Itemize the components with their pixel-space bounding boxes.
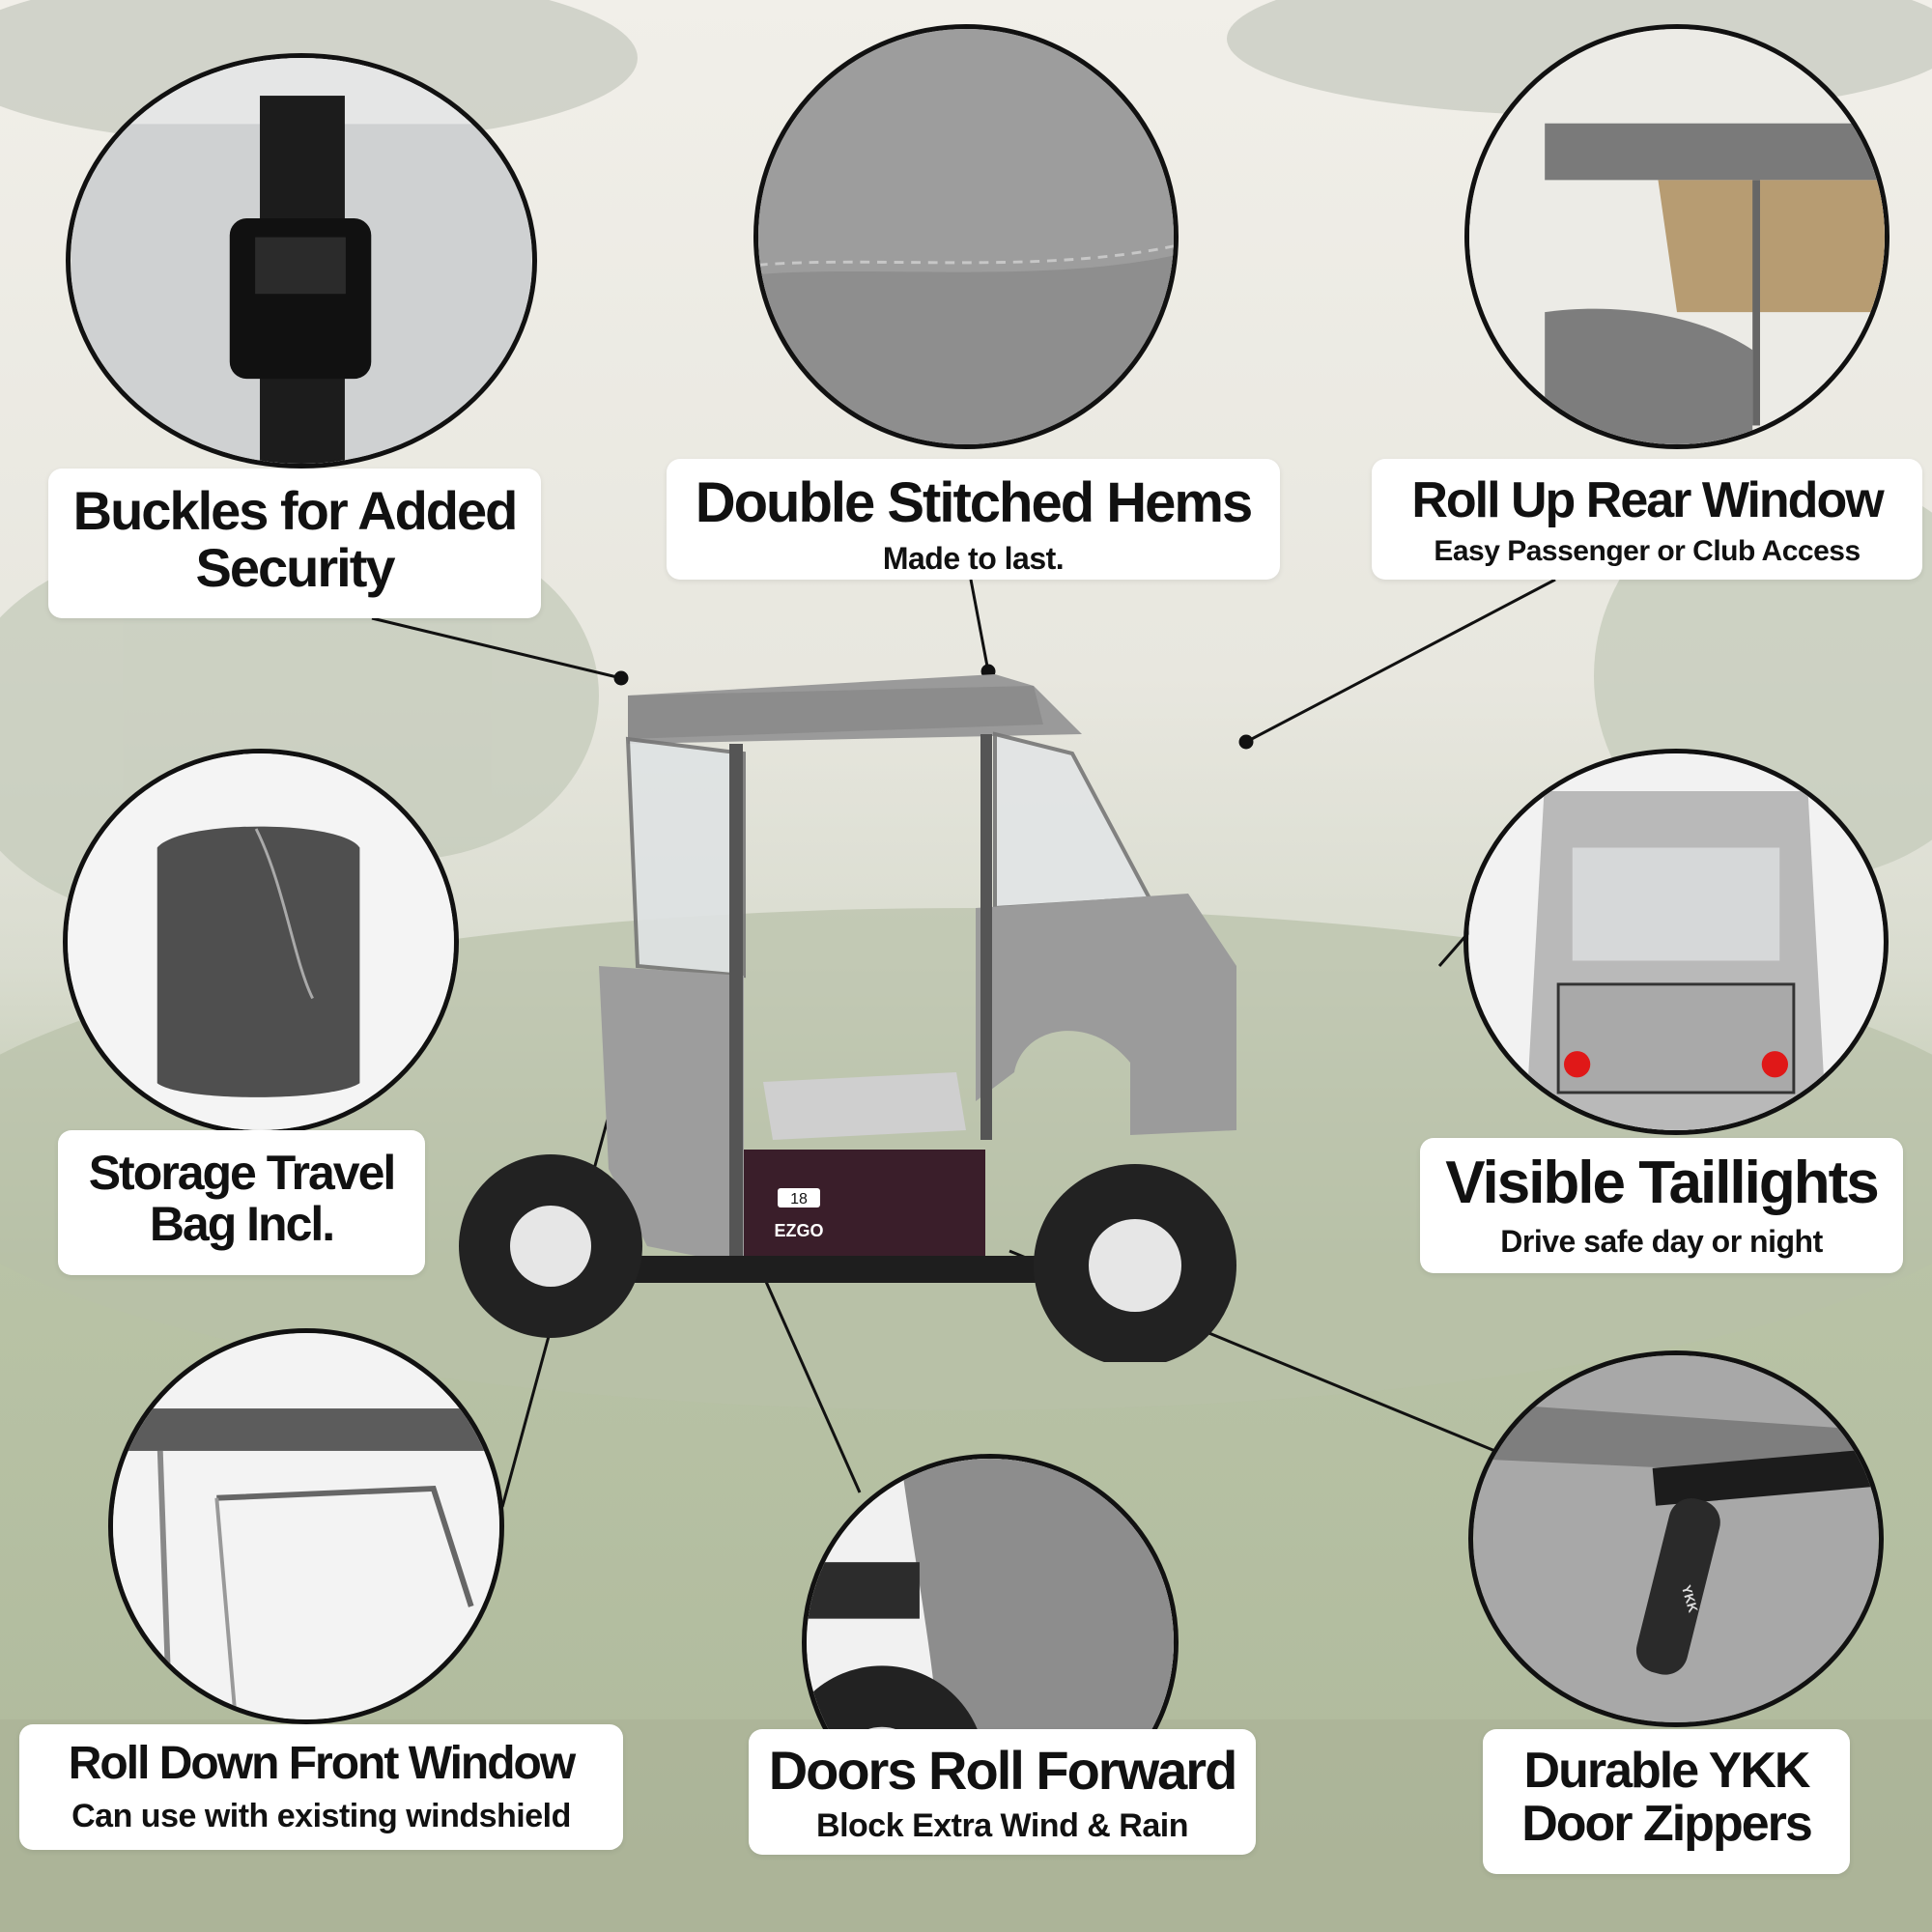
storage-label: Storage Travel Bag Incl.: [58, 1130, 425, 1275]
front-window-icon: [113, 1333, 499, 1719]
zippers-title: Durable YKK Door Zippers: [1521, 1743, 1813, 1852]
cart-number-label: 18: [790, 1191, 808, 1208]
taillights-subtitle: Drive safe day or night: [1500, 1224, 1823, 1260]
stitched-subtitle: Made to last.: [882, 540, 1065, 576]
stitched-label: Double Stitched Hems Made to last.: [667, 459, 1280, 580]
buckles-label: Buckles for Added Security: [48, 469, 541, 618]
fabric-stitch-icon: [758, 29, 1174, 444]
rear-window-icon: [1469, 29, 1885, 444]
buckle-detail-circle: [66, 53, 537, 469]
storage-bag-detail-circle: [63, 749, 459, 1135]
golf-cart-with-enclosure: 18 EZGO: [459, 674, 1236, 1362]
rear-window-label: Roll Up Rear Window Easy Passenger or Cl…: [1372, 459, 1922, 580]
doors-subtitle: Block Extra Wind & Rain: [816, 1806, 1188, 1844]
stitched-hem-detail-circle: [753, 24, 1179, 449]
taillights-title: Visible Taillights: [1445, 1150, 1880, 1216]
taillight-icon: [1468, 753, 1884, 1130]
zippers-label: Durable YKK Door Zippers: [1483, 1729, 1850, 1874]
stitched-title: Double Stitched Hems: [695, 471, 1254, 534]
front-window-detail-circle: [108, 1328, 504, 1724]
buckles-title: Buckles for Added Security: [72, 480, 519, 598]
rear-window-subtitle: Easy Passenger or Club Access: [1434, 534, 1861, 567]
zipper-icon: YKK: [1473, 1355, 1879, 1722]
front-window-title: Roll Down Front Window: [68, 1738, 576, 1789]
doors-label: Doors Roll Forward Block Extra Wind & Ra…: [749, 1729, 1256, 1855]
buckle-strap-icon: [71, 58, 532, 464]
front-window-label: Roll Down Front Window Can use with exis…: [19, 1724, 623, 1850]
taillights-detail-circle: [1463, 749, 1889, 1135]
cart-number-badge: [778, 1188, 820, 1208]
taillights-label: Visible Taillights Drive safe day or nig…: [1420, 1138, 1903, 1273]
doors-title: Doors Roll Forward: [768, 1740, 1238, 1801]
front-window-subtitle: Can use with existing windshield: [71, 1798, 571, 1835]
storage-title: Storage Travel Bag Incl.: [88, 1146, 397, 1251]
travel-bag-icon: [68, 753, 454, 1130]
rear-window-detail-circle: [1464, 24, 1889, 449]
zipper-detail-circle: YKK: [1468, 1350, 1884, 1727]
rear-window-title: Roll Up Rear Window: [1411, 472, 1884, 528]
cart-brand-label: EZGO: [774, 1221, 823, 1240]
